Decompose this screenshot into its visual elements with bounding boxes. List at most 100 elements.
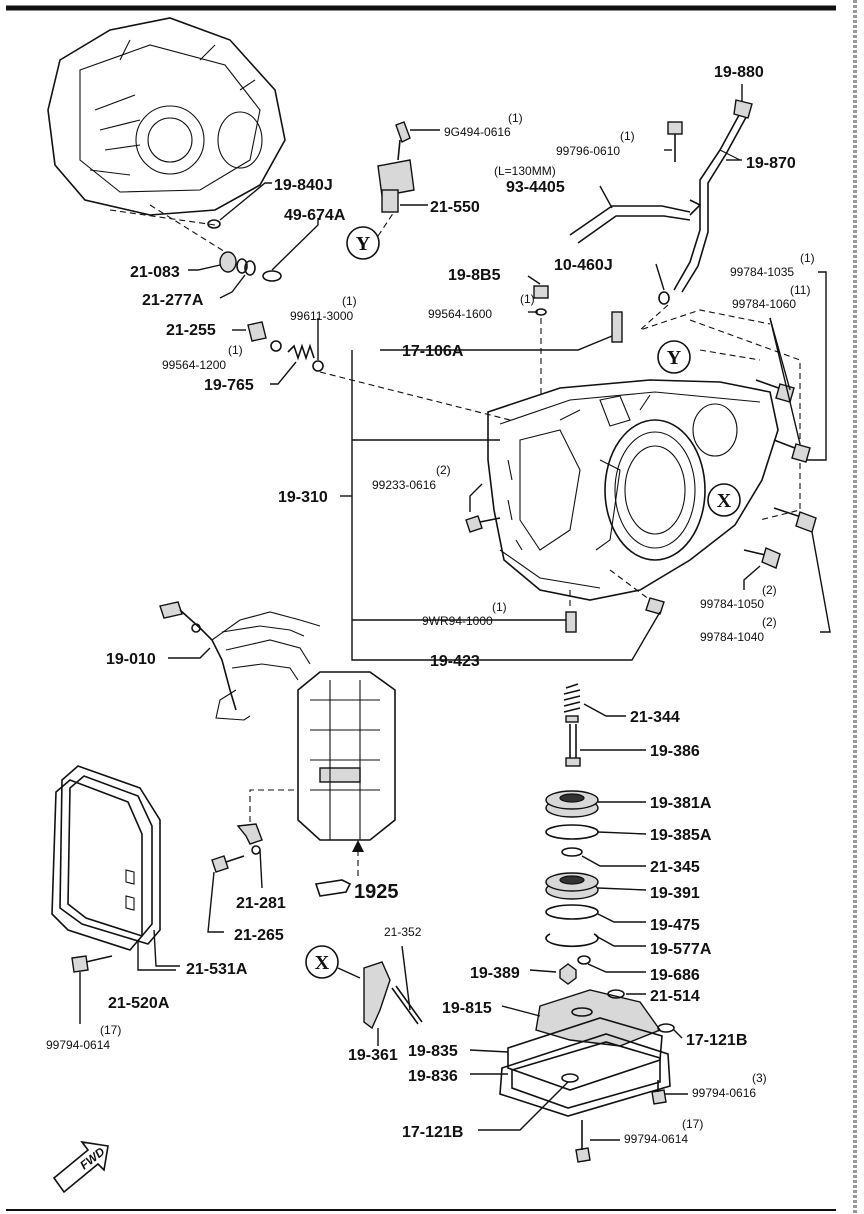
label-21-265: 21-265	[234, 927, 284, 944]
bushing-21-083	[219, 251, 237, 273]
label-93-4405: 93-4405	[506, 179, 565, 196]
label-99233-0616: 99233-0616	[372, 478, 436, 492]
oring-49-674a	[262, 270, 282, 282]
label-19-8b5: 19-8B5	[448, 267, 501, 284]
callout-x-lower	[305, 945, 339, 979]
valve-body-1925	[297, 671, 396, 841]
label-99784-1050-qty: (2)	[762, 583, 777, 597]
bolt-99794-0614-lower	[575, 1120, 591, 1163]
label-19-815: 19-815	[442, 1000, 492, 1017]
oring-19-840j	[207, 219, 221, 229]
label-99564-1600: 99564-1600	[428, 307, 492, 321]
label-9wr94-qty: (1)	[492, 600, 507, 614]
bolt-99784-1040	[773, 507, 817, 533]
label-21-344: 21-344	[630, 709, 680, 726]
label-19-840j: 19-840J	[274, 177, 333, 194]
fwd-arrow-icon	[52, 1140, 109, 1194]
pin-17-106a	[611, 311, 623, 343]
sensor-9wr94-1000	[565, 611, 577, 633]
label-99794-0616: 99794-0616	[692, 1086, 756, 1100]
label-99784-1060: 99784-1060	[732, 297, 796, 311]
callout-y-case-text: Y	[667, 347, 682, 369]
oring-21-345	[561, 847, 583, 857]
label-99784-1060-qty: (11)	[790, 283, 810, 297]
label-99784-1035: 99784-1035	[730, 265, 794, 279]
label-19-880: 19-880	[714, 64, 764, 81]
label-10-460j: 10-460J	[554, 257, 613, 274]
ball-99611-3000	[312, 360, 324, 372]
label-19-686: 19-686	[650, 967, 700, 984]
bolt-99796-0610	[667, 121, 683, 162]
cover-19-391	[545, 872, 599, 900]
piston-19-381a	[545, 790, 599, 818]
oil-pan-21-520a	[51, 765, 161, 951]
label-9wr94-1000: 9WR94-1000	[422, 614, 493, 628]
seal-19-475	[545, 904, 599, 920]
label-19-361: 19-361	[348, 1047, 398, 1064]
label-21-550: 21-550	[430, 199, 480, 216]
filler-tube-19-870	[673, 99, 753, 293]
label-99784-1050: 99784-1050	[700, 597, 764, 611]
label-99784-1035-qty: (1)	[800, 251, 815, 265]
oring-10-460j	[658, 291, 670, 305]
label-19-423: 19-423	[430, 653, 480, 670]
label-21-514: 21-514	[650, 988, 700, 1005]
bolt-99794-0616	[651, 1080, 667, 1105]
label-19-836: 19-836	[408, 1068, 458, 1085]
label-21-345: 21-345	[650, 859, 700, 876]
label-21-255: 21-255	[166, 322, 216, 339]
oring-21-277a	[236, 258, 256, 276]
label-21-352: 21-352	[384, 925, 422, 939]
hose-93-4405	[569, 199, 702, 244]
main-case-19-310	[487, 379, 779, 601]
label-21-520a: 21-520A	[108, 995, 170, 1012]
fitting-19-423	[645, 597, 665, 615]
label-99564-1600-qty: (1)	[520, 292, 535, 306]
detent-21-281	[236, 823, 263, 855]
label-19-010: 19-010	[106, 651, 156, 668]
transaxle-case-drawing	[47, 17, 286, 216]
sensor-21-550	[377, 121, 415, 213]
label-19-381a: 19-381A	[650, 795, 712, 812]
wiring-harness-19-010	[159, 601, 321, 721]
label-99794-0616-qty: (3)	[752, 1071, 767, 1085]
callout-x-case-text: X	[717, 490, 732, 512]
label-21-083: 21-083	[130, 264, 180, 281]
label-19-310: 19-310	[278, 489, 328, 506]
spring-21-344	[563, 683, 581, 723]
rod-19-386	[565, 724, 581, 767]
label-99611-qty: (1)	[342, 294, 357, 308]
label-21-281: 21-281	[236, 895, 286, 912]
label-19-386: 19-386	[650, 743, 700, 760]
label-length-note: (L=130MM)	[494, 164, 556, 178]
spring-19-765	[287, 343, 315, 361]
bolt-99794-0614-pan	[71, 955, 113, 973]
label-19-391: 19-391	[650, 885, 700, 902]
lever-19-361	[363, 961, 423, 1030]
label-49-674a: 49-674A	[284, 207, 346, 224]
label-19-577a: 19-577A	[650, 941, 712, 958]
label-19-835: 19-835	[408, 1043, 458, 1060]
seal-19-385a	[545, 824, 599, 840]
label-99564-1200-qty: (1)	[228, 343, 243, 357]
label-99564-1200: 99564-1200	[162, 358, 226, 372]
label-99233-qty: (2)	[436, 463, 451, 477]
label-21-531a: 21-531A	[186, 961, 248, 978]
magnet-17-121b-upper	[657, 1023, 675, 1033]
label-99796-0610: 99796-0610	[556, 144, 620, 158]
label-99784-1040: 99784-1040	[700, 630, 764, 644]
label-99794-0614-a-qty: (17)	[100, 1023, 121, 1037]
label-19-475: 19-475	[650, 917, 700, 934]
label-9g494-qty: (1)	[508, 111, 523, 125]
callout-y-upper	[346, 226, 380, 260]
callout-y-case	[657, 340, 691, 374]
bolt-21-265	[211, 855, 245, 873]
plug-21-255	[247, 321, 282, 352]
label-19-765: 19-765	[204, 377, 254, 394]
label-1925: 1925	[354, 881, 399, 903]
bolt-99233-0616	[465, 515, 501, 533]
oring-21-514	[607, 989, 625, 999]
drain-plug-19-8b5	[533, 285, 549, 316]
label-17-106a: 17-106A	[402, 343, 464, 360]
